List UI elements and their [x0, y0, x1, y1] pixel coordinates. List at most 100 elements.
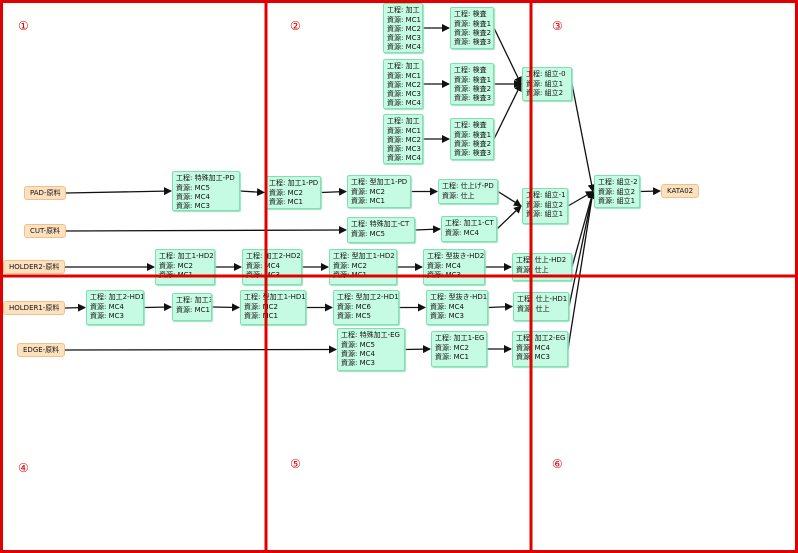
process-resource: 資源: MC3 — [387, 145, 421, 153]
process-title: 工程: 仕上-HD2 — [516, 256, 567, 264]
process-resource: 資源: MC6 — [337, 303, 371, 311]
process-resource: 資源: MC4 — [341, 350, 375, 358]
process-title: 工程: 加工3 — [176, 296, 212, 304]
process-title: 工程: 加工1-PD — [269, 179, 319, 187]
process-resource: 資源: MC4 — [387, 154, 421, 162]
process-resource: 資源: MC4 — [445, 229, 479, 237]
process-title: 工程: 加工1-EG — [435, 334, 485, 342]
process-resource: 資源: MC4 — [90, 303, 124, 311]
process-resource: 資源: MC3 — [387, 90, 421, 98]
process-title: 工程: 加工 — [387, 6, 420, 14]
process-resource: 資源: MC1 — [244, 312, 278, 320]
process-title: 工程: 加工 — [387, 117, 420, 125]
region-label-3: ③ — [552, 19, 563, 33]
process-resource: 資源: MC1 — [387, 127, 421, 135]
process-resource: 資源: MC5 — [341, 341, 375, 349]
edge-kako2-hd1-to-kako3 — [143, 303, 172, 312]
process-resource: 資源: MC3 — [427, 271, 461, 279]
process-resource: 資源: MC2 — [333, 262, 367, 270]
process-resource: 資源: MC1 — [387, 72, 421, 80]
process-resource: 資源: MC4 — [427, 262, 461, 270]
process-resource: 資源: 組立1 — [526, 210, 564, 218]
source-holder1-material: HOLDER1-原料 — [3, 301, 66, 315]
process-title: 工程: 型加工1-HD1 — [244, 293, 306, 301]
edge-katanuki-hd1-to-shiage-hd1 — [487, 302, 513, 311]
process-title: 工程: 型加工2-HD1 — [337, 293, 399, 301]
process-resource: 資源: MC2 — [269, 189, 303, 197]
process-resource: 資源: MC4 — [246, 262, 280, 270]
process-title: 工程: 組立-2 — [598, 178, 638, 186]
process-resource: 資源: MC1 — [435, 353, 469, 361]
process-resource: 資源: MC2 — [387, 81, 421, 89]
edge-src-cut-to-tokushu-ct — [65, 226, 347, 235]
process-resource: 資源: MC5 — [351, 230, 385, 238]
process-resource: 資源: 組立2 — [526, 201, 564, 209]
process-title: 工程: 組立-0 — [526, 70, 566, 78]
process-resource: 資源: MC2 — [244, 303, 278, 311]
process-resource: 資源: MC4 — [176, 193, 210, 201]
process-title: 工程: 加工2-EG — [516, 334, 566, 342]
process-title: 工程: 特殊加工-EG — [341, 331, 400, 339]
process-title: 工程: 特殊加工-CT — [351, 220, 410, 228]
process-resource: 資源: MC3 — [516, 353, 550, 361]
region-label-6: ⑥ — [552, 457, 563, 471]
process-resource: 資源: 仕上 — [516, 266, 549, 274]
process-resource: 資源: MC2 — [351, 188, 385, 196]
process-title: 工程: 検査 — [454, 66, 487, 74]
process-title: 工程: 加工 — [387, 62, 420, 70]
process-resource: 資源: MC3 — [90, 312, 124, 320]
region-label-5: ⑤ — [290, 457, 301, 471]
process-resource: 資源: 組立2 — [598, 188, 636, 196]
process-resource: 資源: 検査3 — [454, 149, 492, 157]
source-cut-material: CUT-原料 — [24, 224, 67, 238]
process-resource: 資源: MC1 — [351, 197, 385, 205]
region-label-1: ① — [18, 19, 29, 33]
process-resource: 資源: 組立1 — [526, 80, 564, 88]
edge-shiage-hd1-to-kumi-2 — [568, 190, 596, 307]
process-resource: 資源: MC2 — [387, 136, 421, 144]
process-resource: 資源: MC3 — [341, 359, 375, 367]
process-title: 工程: 加工2-HD1 — [90, 293, 144, 301]
process-resource: 資源: 検査1 — [454, 20, 492, 28]
process-resource: 資源: MC4 — [430, 303, 464, 311]
edge-tokushu-ct-to-kako1-ct — [414, 225, 441, 234]
process-node-shiage-hd2: 工程: 仕上-HD2 資源: 仕上 — [512, 253, 572, 281]
edge-src-pad-to-tokushu-pd — [65, 187, 172, 196]
process-title: 工程: 型加工1-HD2 — [333, 252, 395, 260]
process-resource: 資源: MC2 — [435, 344, 469, 352]
region-label-2: ② — [290, 19, 301, 33]
process-resource: 資源: 組立2 — [526, 89, 564, 97]
process-resource: 資源: 検査1 — [454, 76, 492, 84]
process-node-kako3: 工程: 加工3 資源: MC1 — [172, 293, 212, 321]
edge-shiage-pd-to-kumi-1 — [497, 190, 522, 207]
edge-kumi-0-to-kumi-2 — [571, 83, 596, 193]
process-title: 工程: 検査 — [454, 121, 487, 129]
process-title: 工程: 型加工1-PD — [351, 178, 408, 186]
source-pad-material: PAD-原料 — [24, 186, 67, 200]
process-title: 工程: 加工1-HD2 — [159, 252, 214, 260]
process-title: 工程: 検査 — [454, 10, 487, 18]
process-resource: 資源: MC1 — [387, 16, 421, 24]
process-title: 工程: 型抜き-HD1 — [430, 293, 488, 301]
process-title: 工程: 加工2-HD2 — [246, 252, 301, 260]
sink-kata02: KATA02 — [661, 184, 700, 198]
edge-tokushu-eg-to-kako1-eg — [404, 345, 431, 354]
edge-kensa-a-to-kumi-0 — [493, 27, 522, 85]
process-resource: 資源: 仕上 — [517, 305, 550, 313]
process-resource: 資源: MC1 — [176, 306, 210, 314]
edge-kako1-ct-to-kumi-1 — [496, 205, 522, 230]
process-title: 工程: 加工1-CT — [445, 219, 494, 227]
process-node-tokushu-ct: 工程: 特殊加工-CT 資源: MC5 — [347, 217, 415, 243]
